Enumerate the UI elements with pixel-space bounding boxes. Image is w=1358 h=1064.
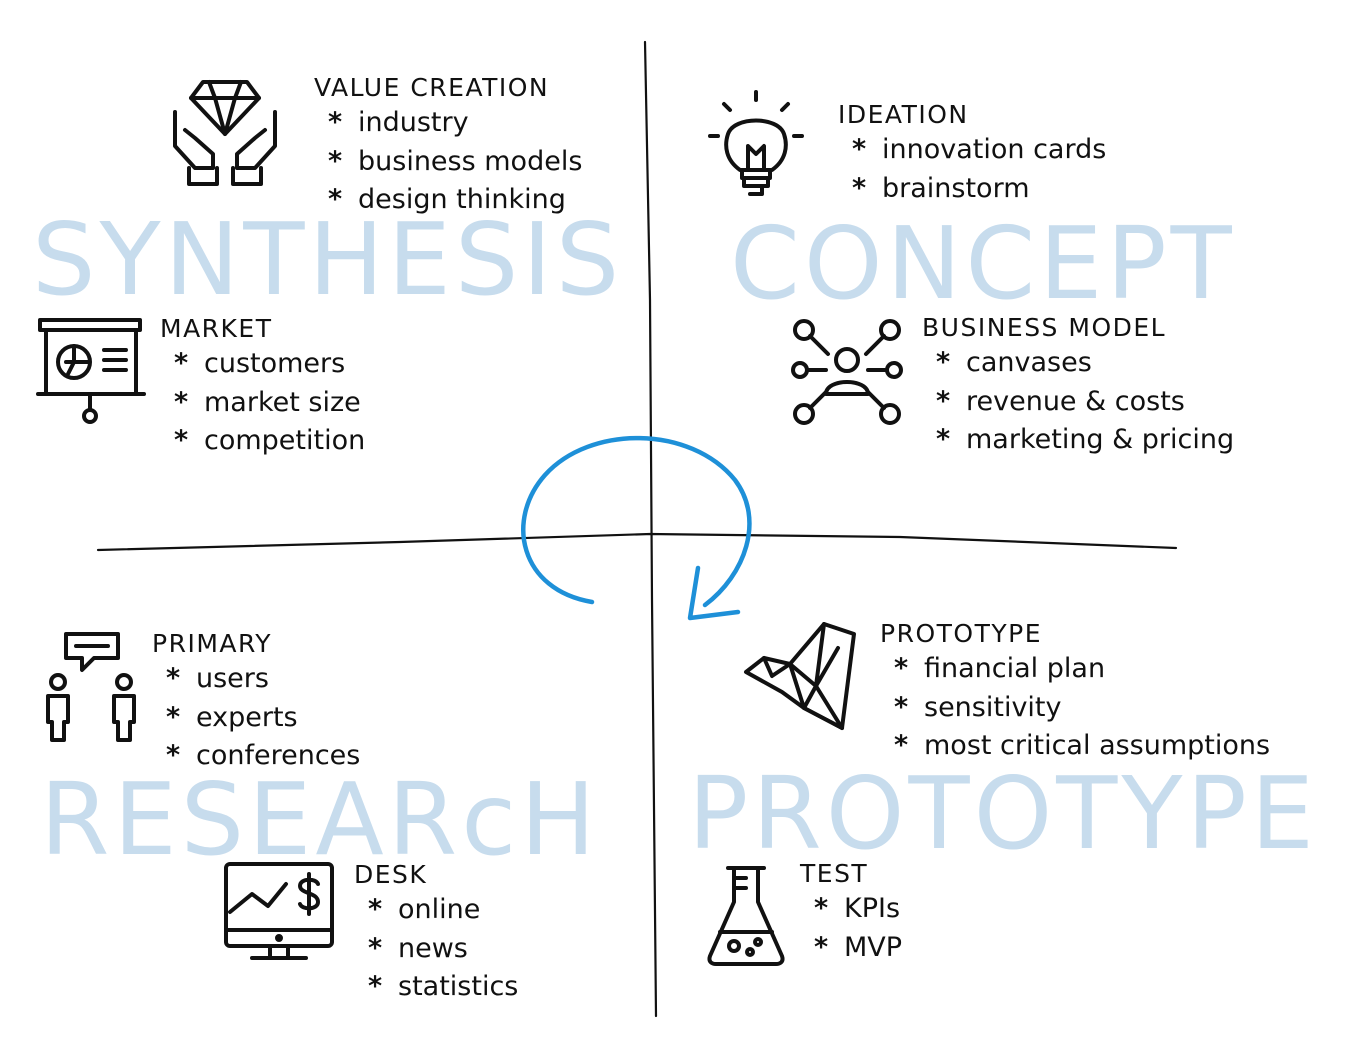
list-item: *statistics [368,971,519,1002]
presentation-board-icon [36,318,146,428]
vertical-axis [643,40,658,1018]
list-item: *marketing & pricing [936,424,1235,455]
list-item: *industry [328,107,469,138]
list-item: *sensitivity [894,691,1062,723]
list-item: *competition [174,425,366,456]
list-item: *users [166,663,269,694]
people-speech-icon [42,630,142,745]
block-value-creation: VALUE CREATION *industry *business model… [314,72,582,220]
diamond-hands-icon [165,76,285,191]
block-title: PRIMARY [152,629,273,658]
list-item: *brainstorm [852,172,1030,204]
watermark-synthesis: SYNTHESIS [32,201,624,318]
list-item: *experts [166,701,298,733]
block-business-model: BUSINESS MODEL *canvases *revenue & cost… [922,312,1234,460]
block-market: MARKET *customers *market size *competit… [160,313,365,461]
block-title: PROTOTYPE [880,619,1042,648]
list-item: *MVP [814,931,903,963]
cycle-arrow-head [687,565,741,621]
list-item: *design thinking [328,184,566,215]
block-title: MARKET [160,314,273,343]
block-title: TEST [800,859,869,888]
list-item: *news [368,932,468,964]
list-item: *canvases [936,347,1092,378]
block-title: DESK [354,860,428,889]
list-item: *innovation cards [852,134,1107,165]
block-primary: PRIMARY *users *experts *conferences [152,628,360,776]
block-test: TEST *KPIs *MVP [800,858,902,967]
watermark-concept: CONCEPT [730,205,1236,322]
list-item: *most critical assumptions [894,730,1271,761]
horizontal-axis [96,532,1178,552]
list-item: *customers [174,348,346,379]
watermark-research: RESEARcH [40,761,600,878]
network-person-icon [790,316,906,430]
cycle-arrow [521,435,752,608]
list-item: *conferences [166,740,361,771]
block-title: BUSINESS MODEL [922,313,1167,342]
list-item: *business models [328,145,583,177]
list-item: *market size [174,386,361,418]
monitor-chart-dollar-icon [222,860,337,964]
flask-icon [706,864,786,968]
block-desk: DESK *online *news *statistics [354,859,518,1007]
block-title: VALUE CREATION [314,73,550,102]
block-ideation: IDEATION *innovation cards *brainstorm [838,99,1106,208]
list-item: *online [368,894,481,925]
block-prototype: PROTOTYPE *financial plan *sensitivity *… [880,618,1270,766]
watermark-prototype: PROTOTYPE [688,755,1318,872]
list-item: *revenue & costs [936,385,1185,417]
origami-bird-icon [742,620,858,735]
lightbulb-icon [706,90,806,205]
block-title: IDEATION [838,100,969,129]
list-item: *KPIs [814,893,901,924]
list-item: *financial plan [894,653,1106,684]
